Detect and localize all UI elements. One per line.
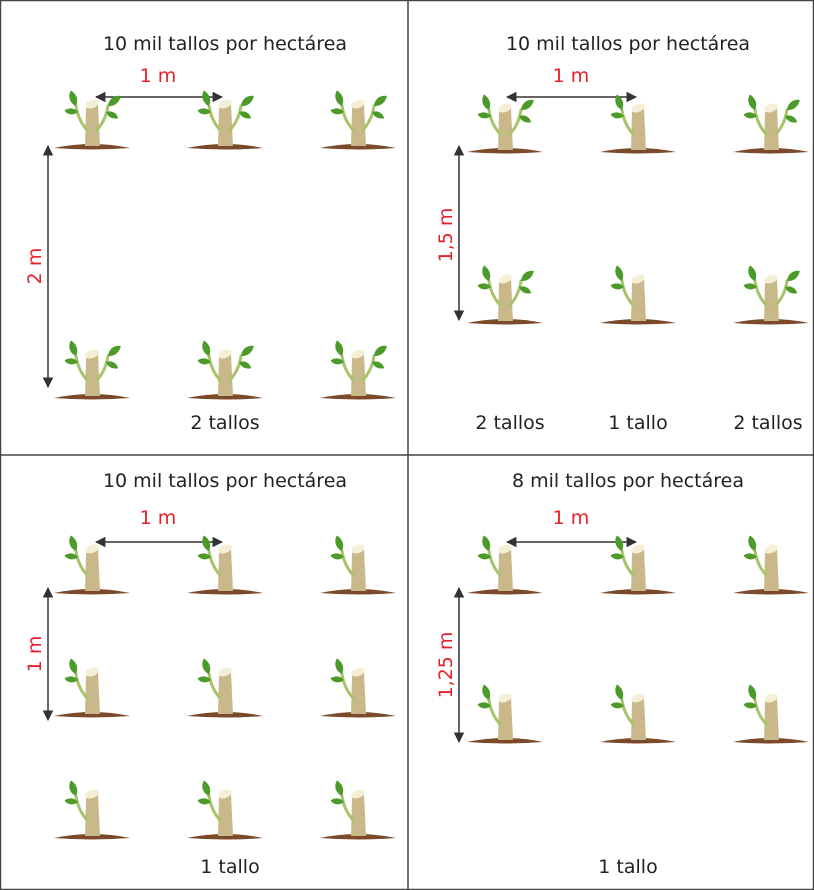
plant-two-stems-icon [733,94,809,154]
stem-count-caption: 2 tallos [733,412,802,434]
plant-two-stems-icon [54,90,130,150]
plant-one-stem-icon [187,658,263,718]
panel-title: 10 mil tallos por hectárea [506,33,750,55]
plant-two-stems-icon [320,340,396,400]
plant-two-stems-icon [187,340,263,400]
stem-count-caption: 1 tallo [200,856,259,878]
stem-count-caption: 2 tallos [475,412,544,434]
stem-count-caption: 1 tallo [608,412,667,434]
vertical-spacing-label: 1 m [24,636,46,673]
plant-two-stems-icon [733,265,809,325]
plant-one-stem-icon [600,535,676,595]
vertical-spacing-label: 1,25 m [435,632,457,699]
horizontal-spacing-label: 1 m [553,65,590,87]
plant-one-stem-icon [54,658,130,718]
plant-two-stems-icon [54,340,130,400]
plant-one-stem-icon [187,535,263,595]
panel-title: 10 mil tallos por hectárea [103,33,347,55]
panel-4: 8 mil tallos por hectárea 1 m 1,25 m 1 t… [435,470,809,878]
vertical-spacing-label: 1,5 m [435,208,457,263]
stem-count-caption: 1 tallo [598,856,657,878]
plant-two-stems-icon [467,94,543,154]
horizontal-spacing-label: 1 m [140,507,177,529]
horizontal-spacing-label: 1 m [140,65,177,87]
panel-title: 8 mil tallos por hectárea [512,470,744,492]
plant-two-stems-icon [467,265,543,325]
plant-one-stem-icon [600,265,676,325]
plant-one-stem-icon [600,684,676,744]
plant-two-stems-icon [187,90,263,150]
panel-title: 10 mil tallos por hectárea [103,470,347,492]
panel-3: 10 mil tallos por hectárea 1 m 1 m 1 tal… [24,470,396,878]
plant-one-stem-icon [187,780,263,840]
plant-one-stem-icon [320,780,396,840]
horizontal-spacing-label: 1 m [553,507,590,529]
plant-one-stem-icon [600,94,676,154]
plant-one-stem-icon [320,535,396,595]
vertical-spacing-label: 2 m [24,248,46,285]
plant-one-stem-icon [733,535,809,595]
plant-one-stem-icon [467,535,543,595]
plant-one-stem-icon [320,658,396,718]
stem-count-caption: 2 tallos [190,412,259,434]
plant-one-stem-icon [733,684,809,744]
plant-one-stem-icon [54,780,130,840]
plant-one-stem-icon [54,535,130,595]
panel-2: 10 mil tallos por hectárea 1 m 1,5 m 2 t… [435,33,809,434]
plant-one-stem-icon [467,684,543,744]
panel-1: 10 mil tallos por hectárea 1 m 2 m 2 tal… [24,33,396,434]
plant-two-stems-icon [320,90,396,150]
